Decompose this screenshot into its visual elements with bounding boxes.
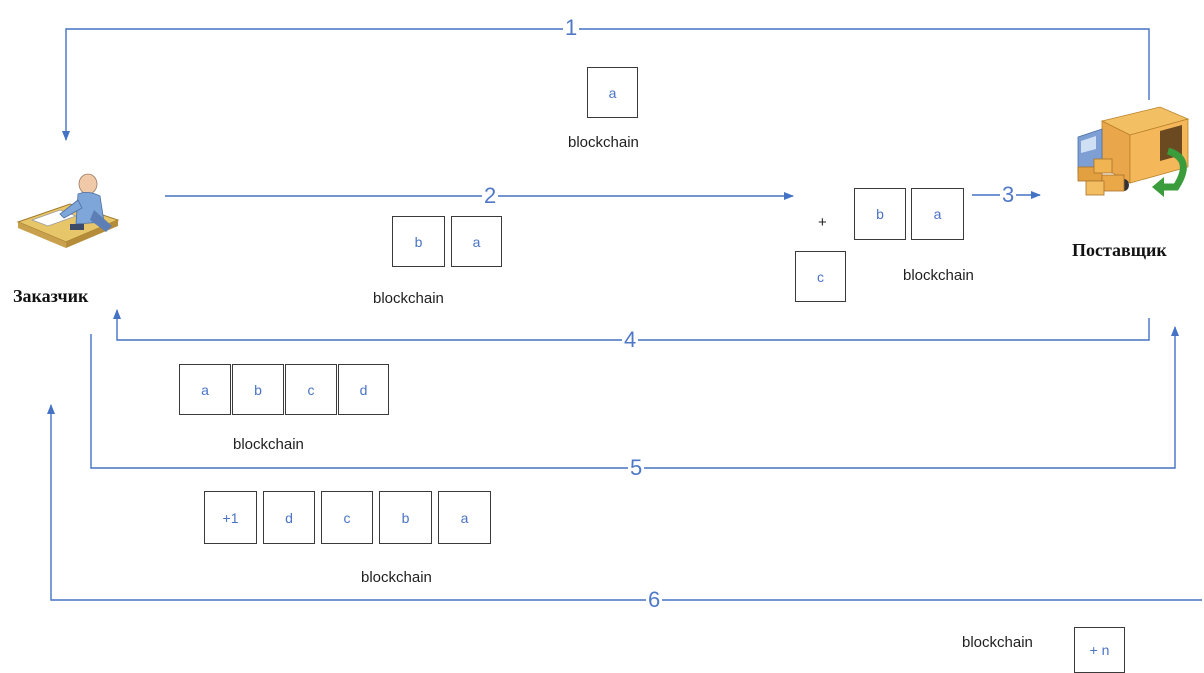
block-g4-3: d [338, 364, 389, 415]
block-g4-1: b [232, 364, 284, 415]
arrow-6 [47, 404, 1202, 601]
block-g3-new: c [795, 251, 846, 302]
block-g2-0: b [392, 216, 445, 267]
blockchain-label-g6: blockchain [962, 634, 1033, 651]
block-g3-1: a [911, 188, 964, 240]
step-3-label: 3 [1000, 182, 1017, 207]
blockchain-label-g5: blockchain [361, 569, 432, 586]
block-g4-2: c [285, 364, 337, 415]
block-g2-1: a [451, 216, 502, 267]
block-g5-1: d [263, 491, 315, 544]
step-5-label: 5 [628, 455, 645, 480]
step-1-label: 1 [563, 15, 580, 40]
block-g5-3: b [379, 491, 432, 544]
person-at-desk-icon [16, 173, 120, 248]
block-g5-4: a [438, 491, 491, 544]
blockchain-label-g1: blockchain [568, 134, 639, 151]
block-g1-0: a [587, 67, 638, 118]
blockchain-label-g3: blockchain [903, 267, 974, 284]
block-g6-0: + n [1074, 627, 1125, 673]
step-6-label: 6 [646, 587, 663, 612]
block-g5-2: c [321, 491, 373, 544]
block-g3-0: b [854, 188, 906, 240]
arrow-1 [62, 28, 1150, 141]
step-4-label: 4 [622, 327, 639, 352]
supplier-label: Поставщик [1072, 240, 1167, 260]
delivery-truck-icon [1077, 106, 1190, 197]
supplier-figure [1072, 103, 1194, 203]
customer-label: Заказчик [13, 286, 89, 306]
blockchain-label-g2: blockchain [373, 290, 444, 307]
step-2-label: 2 [482, 183, 499, 208]
customer-figure [14, 170, 120, 254]
blockchain-label-g4: blockchain [233, 436, 304, 453]
block-g5-0: +1 [204, 491, 257, 544]
block-g4-0: a [179, 364, 231, 415]
plus-sign: + [818, 214, 827, 231]
